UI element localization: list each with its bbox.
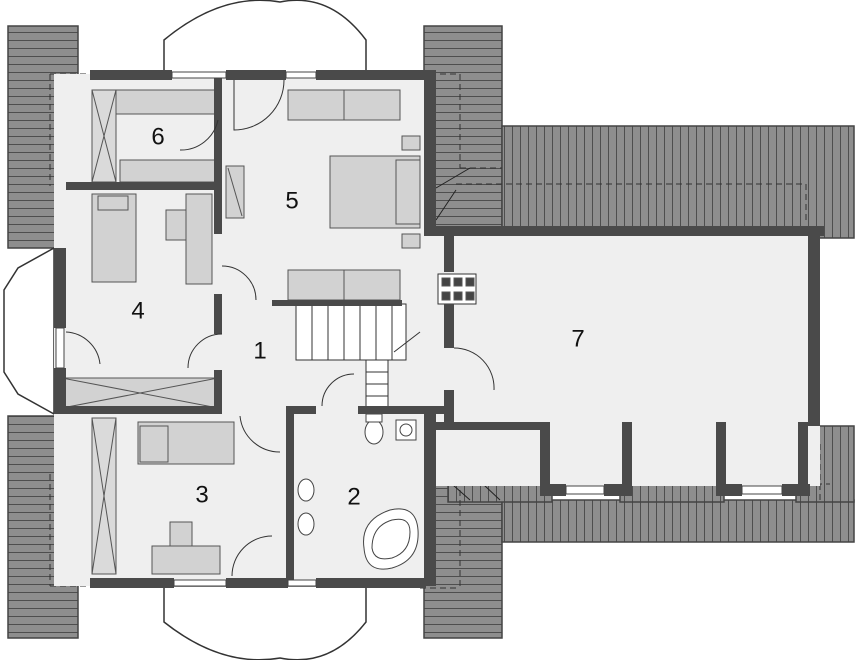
bay-windows [3, 0, 367, 660]
desk-room-3 [151, 545, 221, 575]
roof-right-top [501, 125, 855, 239]
window-left [55, 327, 65, 369]
bay-window-top [163, 0, 367, 75]
staircase [295, 303, 421, 411]
room-label-3: 3 [195, 481, 208, 508]
room-label-4: 4 [131, 297, 144, 324]
window-dormer-2 [741, 485, 783, 495]
sink-2 [297, 512, 315, 536]
doors [65, 79, 495, 577]
bathroom-fixtures [297, 413, 419, 570]
room-label-2: 2 [347, 483, 360, 510]
roof-right-bottom [501, 499, 855, 543]
window-bottom-2 [287, 579, 317, 587]
windows [55, 71, 783, 587]
room-label-1: 1 [253, 337, 266, 364]
window-top-2 [285, 71, 317, 79]
room-label-7: 7 [571, 325, 584, 352]
desk-room-4 [185, 193, 213, 285]
bay-window-left [3, 246, 55, 416]
room-labels: 1 2 3 4 5 6 7 [131, 123, 584, 510]
roof-top-right [423, 25, 503, 249]
window-bottom-1 [173, 579, 227, 587]
walls [54, 70, 824, 588]
toilet [364, 419, 384, 445]
room-label-5: 5 [285, 187, 298, 214]
room-label-6: 6 [151, 123, 164, 150]
window-dormer-1 [565, 485, 605, 495]
roof [7, 25, 855, 639]
bay-window-bottom [163, 585, 367, 660]
sink-1 [297, 478, 315, 502]
window-top-1 [171, 71, 227, 79]
